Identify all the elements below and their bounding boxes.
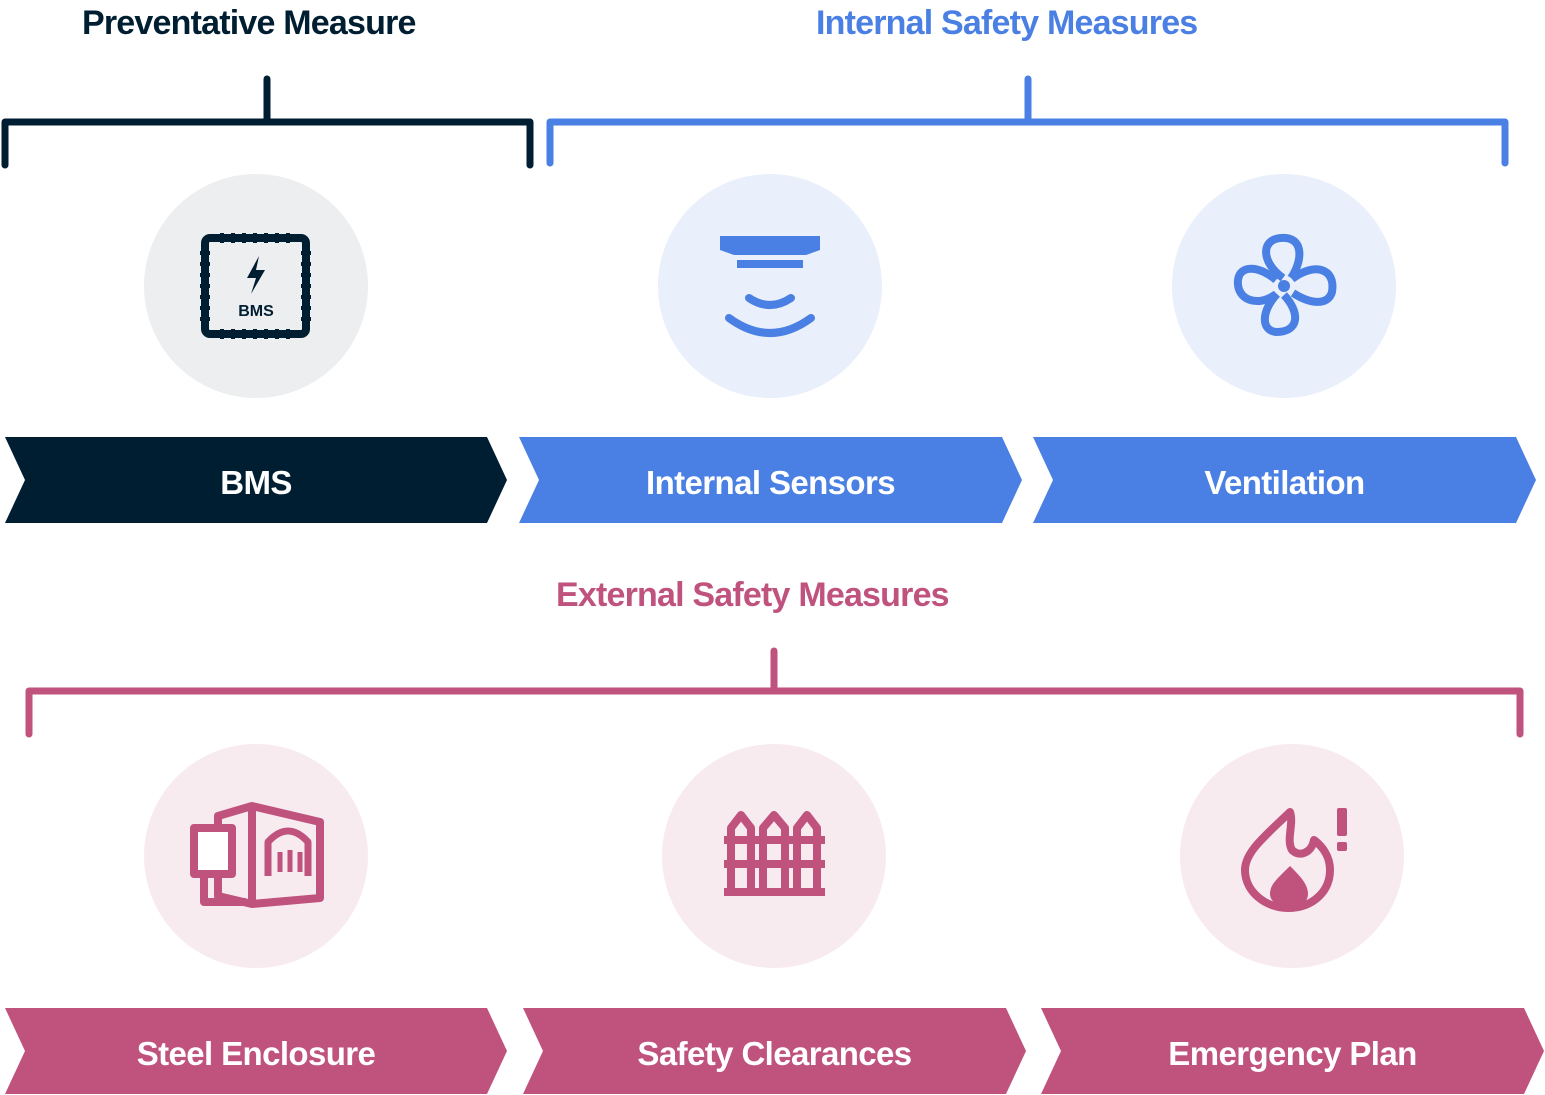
ventilation-label: Ventilation	[1204, 464, 1365, 501]
preventative-bracket	[1, 75, 534, 169]
steel-enclosure-label: Steel Enclosure	[136, 1035, 376, 1072]
fire-alert-icon	[1241, 808, 1347, 912]
internal-sensors-label: Internal Sensors	[646, 464, 896, 501]
bms-chip-text: BMS	[238, 303, 274, 320]
chevron-internal-sensors	[519, 437, 1022, 523]
safety-clearances-circle	[662, 744, 886, 968]
emergency-plan-label: Emergency Plan	[1168, 1035, 1417, 1072]
internal-safety-measures-title: Internal Safety Measures	[816, 4, 1198, 42]
internal-sensors-circle	[658, 174, 882, 398]
steel-enclosure-icon	[190, 802, 324, 908]
bms-label: BMS	[220, 464, 292, 501]
chevron-ventilation	[1033, 437, 1536, 523]
external-bracket	[25, 647, 1524, 738]
fan-icon	[1233, 233, 1337, 336]
preventative-measure-title: Preventative Measure	[82, 4, 416, 42]
chevron-safety-clearances	[523, 1008, 1026, 1094]
external-safety-measures-title: External Safety Measures	[556, 576, 950, 614]
bms-circle	[144, 174, 368, 398]
internal-bracket	[546, 75, 1509, 167]
chevron-emergency-plan	[1041, 1008, 1544, 1094]
safety-clearances-label: Safety Clearances	[637, 1035, 912, 1072]
chevron-bms	[5, 437, 507, 523]
bms-chip-icon: BMS	[200, 233, 311, 339]
smoke-sensor-icon	[720, 236, 820, 337]
chevron-steel-enclosure	[5, 1008, 507, 1094]
emergency-plan-circle	[1180, 744, 1404, 968]
fence-icon	[724, 811, 825, 896]
